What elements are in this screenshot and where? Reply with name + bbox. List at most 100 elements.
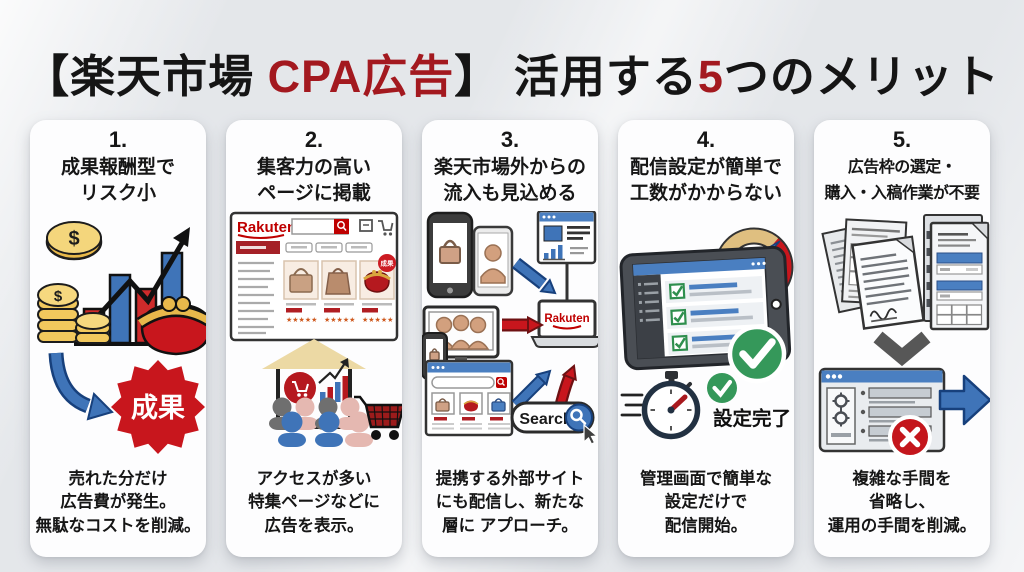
- merit-card-3: 3. 楽天市場外からの 流入も見込める: [422, 120, 598, 557]
- gear-icon: [832, 392, 850, 410]
- card-number: 5.: [892, 127, 912, 152]
- coin-purse-icon: [136, 296, 206, 356]
- green-check-icon: [727, 324, 787, 384]
- svg-text:$: $: [68, 228, 79, 250]
- heading-line: 広告枠の選定・: [847, 159, 957, 176]
- card-caption: 売れた分だけ 広告費が発生。 無駄なコストを削減。: [30, 468, 206, 538]
- sidebar-links: [238, 261, 274, 335]
- dollar-coin-icon: $: [45, 221, 103, 261]
- card-caption: アクセスが多い 特集ページなどに 広告を表示。: [226, 468, 402, 538]
- no-manual-work-illustration: [818, 214, 990, 459]
- caption-line: 配信開始。: [664, 516, 748, 535]
- caption-line: 提携する外部サイト: [435, 470, 585, 488]
- star-rating: ★★★★★: [362, 316, 393, 324]
- svg-text:成果: 成果: [381, 259, 395, 268]
- title-bracket: 】: [454, 51, 514, 103]
- caption-line: にも配信し、新たな: [435, 493, 585, 512]
- cursor-icon: [583, 423, 598, 445]
- card-heading: 配信設定が簡単で 工数がかからない: [618, 155, 794, 211]
- heading-line: 楽天市場外からの: [433, 157, 586, 178]
- documents-stack-icon: [821, 218, 925, 330]
- checklist-row: [666, 301, 765, 330]
- svg-text:Rakuten: Rakuten: [544, 313, 589, 325]
- webpage-mockup: Rakuten: [229, 211, 399, 342]
- performance-reward-illustration: $ $: [37, 221, 206, 454]
- title-prefix: 【楽天市場: [24, 51, 268, 103]
- partner-site-icon: [424, 359, 514, 437]
- star-rating: ★★★★★: [286, 316, 317, 324]
- form-sheet-icon: [923, 214, 990, 331]
- red-up-arrow-icon: [554, 364, 577, 409]
- heading-line: ページに掲載: [257, 183, 371, 205]
- rakuten-laptop-icon: Rakuten: [530, 299, 598, 348]
- card-heading: 広告枠の選定・ 購入・入稿作業が不要: [814, 155, 990, 211]
- magnifier-icon: [565, 403, 593, 432]
- mini-chart-icon: [318, 358, 349, 402]
- caption-line: 管理画面で簡単な: [640, 470, 772, 488]
- heading-line: 工数がかからない: [629, 183, 782, 205]
- coin-stack-icon: $: [37, 283, 111, 344]
- caption-line: 運用の手間を削減。: [827, 516, 977, 535]
- card-caption: 提携する外部サイト にも配信し、新たな 層に アプローチ。: [422, 468, 598, 538]
- heading-line: 成果報酬型で: [60, 157, 175, 178]
- star-rating: ★★★★★: [324, 316, 355, 324]
- caption-line: 無駄なコストを削減。: [35, 516, 201, 535]
- caption-line: 広告を表示。: [264, 516, 364, 535]
- blue-right-arrow-icon: [938, 374, 990, 426]
- small-check-icon: [707, 373, 737, 403]
- caption-line: 省略し、: [869, 493, 935, 512]
- stopwatch-icon: [620, 371, 701, 440]
- card-number: 4.: [696, 127, 716, 152]
- blue-arrow-icon: [512, 257, 557, 295]
- heading-line: 集客力の高い: [256, 157, 371, 178]
- card-number: 1.: [108, 127, 128, 152]
- smartphone-icon: [426, 211, 474, 299]
- caption-line: アクセスが多い: [256, 470, 372, 488]
- card-heading: 楽天市場外からの 流入も見込める: [422, 155, 598, 211]
- card-caption: 管理画面で簡単な 設定だけで 配信開始。: [618, 468, 794, 538]
- card-caption: 複雑な手間を 省略し、 運用の手間を削減。: [814, 468, 990, 538]
- caption-line: 特集ページなどに: [248, 493, 380, 512]
- title-tail: つのメリット: [723, 51, 1000, 103]
- red-arrow-icon: [502, 315, 545, 335]
- bookmark-icon: [359, 219, 373, 232]
- title-count: 5: [697, 51, 724, 103]
- card-number: 3.: [500, 127, 520, 152]
- cancel-icon: [888, 415, 932, 459]
- merit-card-5: 5. 広告枠の選定・ 購入・入稿作業が不要: [814, 120, 990, 557]
- setup-complete-label: 設定完了: [713, 407, 791, 430]
- checklist-row: [664, 276, 763, 304]
- page-title: 【楽天市場 CPA広告】 活用する5つのメリット: [0, 52, 1024, 102]
- browser-analytics-icon: [536, 211, 597, 265]
- audience-cluster: [262, 339, 402, 447]
- heading-line: 流入も見込める: [443, 183, 577, 205]
- cart-badge-icon: [284, 372, 316, 404]
- tablet-user-icon: [472, 225, 514, 297]
- heading-line: 購入・入稿作業が不要: [824, 184, 980, 202]
- title-mid: 活用する: [513, 51, 698, 103]
- card-heading: 成果報酬型で リスク小: [30, 155, 206, 211]
- result-badge: 成果: [111, 360, 205, 454]
- blue-up-arrow-icon: [511, 369, 552, 410]
- caption-line: 設定だけで: [664, 493, 748, 512]
- growth-arrow-icon: [86, 227, 190, 329]
- svg-text:$: $: [54, 288, 63, 305]
- gear-icon: [832, 409, 850, 427]
- caption-line: 広告費が発生。: [60, 493, 176, 512]
- result-badge-label: 成果: [131, 393, 185, 423]
- cart-icon: [378, 220, 394, 236]
- heading-line: 配信設定が簡単で: [629, 157, 782, 178]
- merit-card-2: 2. 集客力の高い ページに掲載 Rakuten: [226, 120, 402, 557]
- merit-card-4: 4. 配信設定が簡単で 工数がかからない: [618, 120, 794, 557]
- up-arrow-roof: [262, 339, 366, 369]
- rakuten-page-illustration: Rakuten: [229, 211, 402, 447]
- caption-line: 複雑な手間を: [852, 470, 952, 488]
- title-highlight-cpa: CPA広告: [267, 51, 455, 103]
- search-pill: Search: [510, 401, 598, 445]
- rakuten-logo: Rakuten: [237, 219, 296, 236]
- caption-line: 売れた分だけ: [68, 470, 168, 488]
- card-heading: 集客力の高い ページに掲載: [226, 155, 402, 211]
- chevron-down-icon: [873, 331, 931, 367]
- search-label: Search: [519, 411, 572, 428]
